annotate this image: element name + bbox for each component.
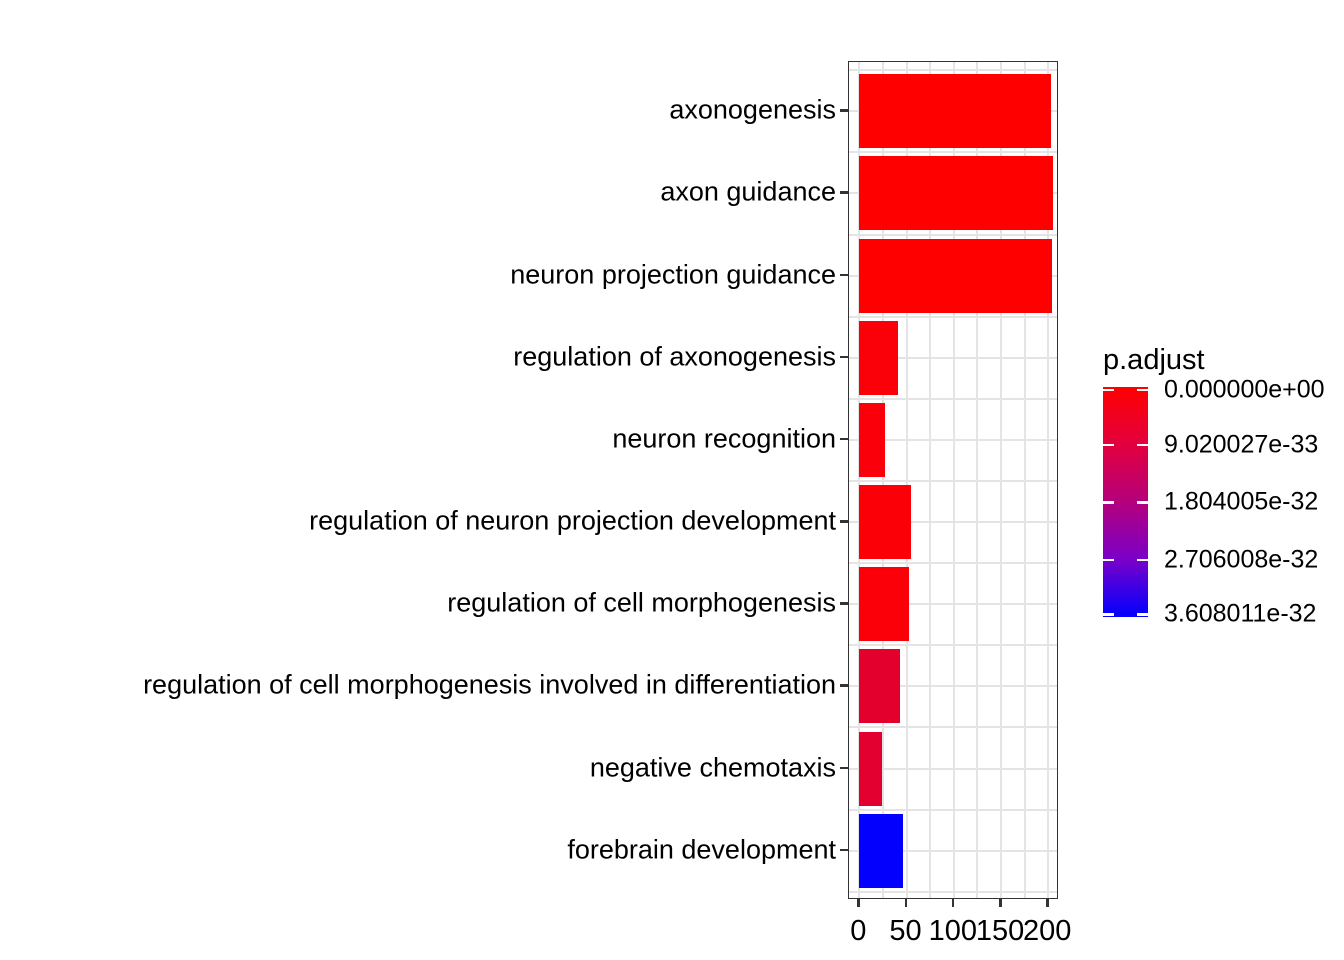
- major-gridline: [849, 356, 1057, 359]
- minor-gridline: [849, 644, 1057, 647]
- legend-value-label: 2.706008e-32: [1164, 545, 1319, 573]
- y-axis-label: regulation of cell morphogenesis: [447, 587, 836, 618]
- y-axis-tick: [840, 191, 848, 194]
- y-axis-tick: [840, 520, 848, 523]
- minor-gridline: [849, 233, 1057, 236]
- legend-value-label: 0.000000e+00: [1164, 375, 1325, 404]
- minor-gridline: [849, 151, 1057, 154]
- y-axis-tick: [840, 355, 848, 359]
- legend-tick: [1103, 558, 1114, 561]
- y-axis-tick: [840, 602, 848, 605]
- legend-value-label: 3.608011e-32: [1164, 599, 1317, 628]
- legend-tick: [1103, 613, 1114, 616]
- y-axis-label: axon guidance: [660, 176, 836, 207]
- bar: [859, 813, 903, 888]
- bar: [859, 649, 900, 724]
- x-axis-label: 50: [889, 915, 922, 947]
- x-axis-label: 0: [850, 915, 867, 947]
- bar: [859, 238, 1053, 313]
- legend-value-label: 1.804005e-32: [1164, 487, 1319, 516]
- major-gridline: [849, 438, 1057, 441]
- x-axis-tick: [904, 899, 908, 907]
- bar: [859, 402, 885, 477]
- x-axis-tick: [951, 899, 955, 907]
- y-axis-tick: [840, 437, 848, 441]
- minor-gridline: [849, 397, 1057, 400]
- legend-tick: [1137, 613, 1148, 616]
- legend-tick: [1103, 388, 1114, 392]
- bar: [859, 567, 910, 642]
- x-axis-label: 100: [928, 915, 977, 947]
- y-axis-label: axonogenesis: [669, 94, 836, 125]
- bar: [859, 731, 882, 806]
- y-axis-label: regulation of axonogenesis: [513, 341, 836, 372]
- major-gridline: [849, 849, 1057, 852]
- major-gridline: [849, 685, 1057, 688]
- legend-tick: [1137, 501, 1148, 504]
- y-axis-label: regulation of cell morphogenesis involve…: [143, 669, 836, 700]
- legend-gradient-bar: [1103, 387, 1148, 617]
- major-gridline: [849, 603, 1057, 606]
- legend-value-label: 9.020027e-33: [1164, 430, 1319, 458]
- plot-panel: [848, 61, 1058, 899]
- legend-title: p.adjust: [1103, 344, 1205, 376]
- minor-gridline: [849, 562, 1057, 565]
- bar: [859, 156, 1053, 231]
- legend-tick: [1137, 558, 1148, 561]
- y-axis-tick: [840, 766, 848, 770]
- bar: [859, 320, 899, 395]
- legend-tick: [1137, 443, 1148, 446]
- x-axis-tick: [999, 899, 1002, 907]
- minor-gridline: [849, 480, 1057, 482]
- minor-gridline: [849, 890, 1057, 893]
- x-axis-tick: [1046, 899, 1049, 907]
- legend-tick: [1103, 443, 1114, 446]
- x-axis-tick: [857, 899, 860, 907]
- minor-gridline: [849, 726, 1057, 729]
- minor-gridline: [849, 69, 1057, 72]
- y-axis-label: forebrain development: [567, 834, 836, 865]
- y-axis-label: neuron recognition: [612, 423, 836, 454]
- y-axis-label: regulation of neuron projection developm…: [309, 505, 836, 536]
- y-axis-tick: [840, 848, 848, 852]
- y-axis-label: negative chemotaxis: [589, 752, 836, 783]
- bar: [859, 74, 1052, 149]
- y-axis-label: neuron projection guidance: [510, 259, 836, 290]
- bar: [859, 485, 912, 560]
- minor-gridline: [849, 808, 1057, 811]
- minor-gridline: [849, 315, 1057, 318]
- x-axis-label: 200: [1023, 915, 1072, 947]
- y-axis-tick: [840, 109, 848, 112]
- legend-tick: [1137, 388, 1148, 392]
- y-axis-tick: [840, 273, 848, 277]
- major-gridline: [849, 521, 1057, 524]
- legend-tick: [1103, 501, 1114, 504]
- y-axis-tick: [840, 684, 848, 687]
- x-axis-label: 150: [975, 915, 1025, 947]
- major-gridline: [849, 767, 1057, 770]
